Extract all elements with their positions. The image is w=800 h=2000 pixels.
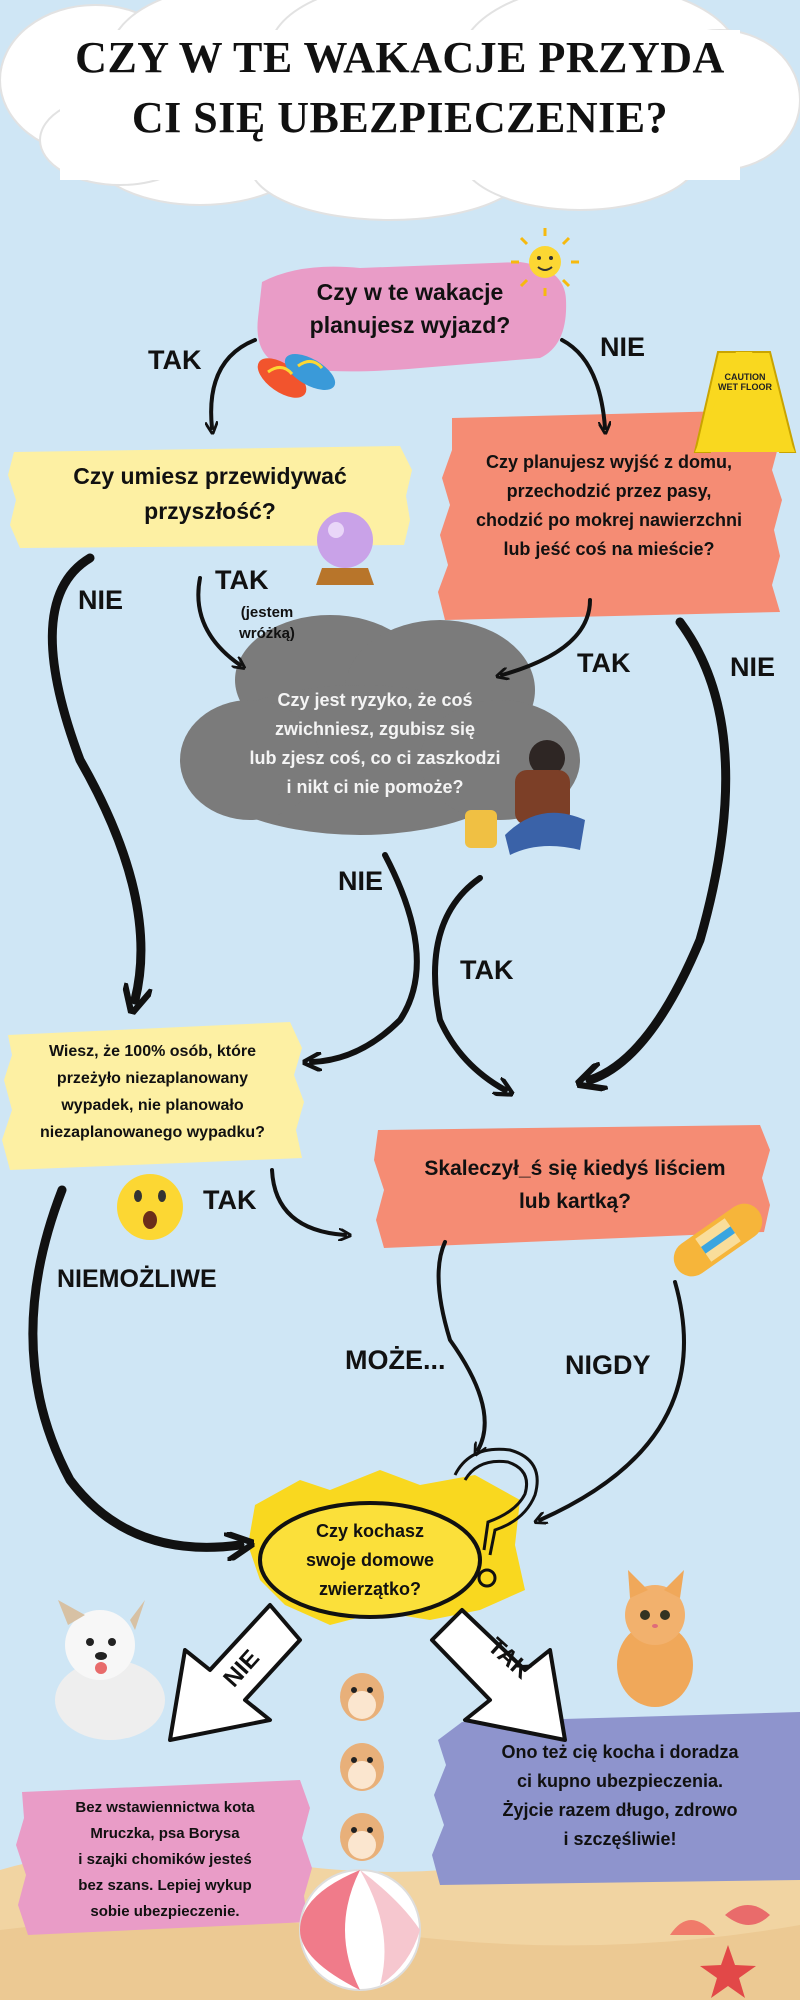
bandage-icon	[673, 1203, 763, 1277]
node-q5-line-4: niezaplanowanego wypadku?	[40, 1124, 265, 1141]
node-q5-line-2: przeżyło niezaplanowany	[56, 1070, 249, 1087]
sad-boy-icon	[465, 740, 585, 855]
label-q2-tak-note: (jestem wróżką)	[228, 602, 306, 644]
label-q4-nie: NIE	[338, 866, 384, 896]
node-q5: Wiesz, że 100% osób, które przeżyło niez…	[15, 1038, 290, 1146]
node-q2: Czy umiesz przewidywać przyszłość?	[25, 459, 395, 529]
flip-flops-icon	[257, 354, 336, 398]
arrow-q3-tak	[502, 598, 592, 675]
hamster-icon	[340, 1673, 384, 1861]
node-q4-line-2: zwichniesz, zgubisz się	[274, 719, 476, 739]
title-line-1: CZY W TE WAKACJE PRZYDA	[75, 33, 725, 82]
title-line-2: CI SIĘ UBEZPIECZENIE?	[131, 93, 669, 142]
label-q4-tak: TAK	[460, 955, 514, 985]
arrow-q2-nie	[47, 553, 141, 1000]
node-q1-line-1: Czy w te wakacje	[316, 279, 504, 305]
label-q1-tak: TAK	[148, 345, 202, 375]
label-q2-tak: TAK	[215, 565, 269, 595]
node-end-no-line-4: bez szans. Lepiej wykup	[78, 1877, 252, 1894]
label-q6-moze: MOŻE...	[345, 1345, 446, 1375]
node-q7-line-2: swoje domowe	[305, 1550, 435, 1570]
node-end-yes-line-4: i szczęśliwie!	[563, 1829, 677, 1849]
q2-brush	[8, 446, 412, 548]
q1-brush	[257, 262, 567, 372]
node-q6: Skaleczył_ś się kiedyś liściem lub kartk…	[395, 1152, 755, 1218]
cat-icon	[617, 1570, 693, 1707]
label-q2-tak-note-line-1: (jestem	[240, 604, 294, 621]
arrow-q5-tak	[270, 1168, 345, 1235]
node-q4-line-4: i nikt ci nie pomoże?	[286, 777, 464, 797]
node-q3-line-4: lub jeść coś na mieście?	[503, 539, 715, 559]
surprised-face-icon	[117, 1174, 183, 1240]
arrow-q7-nie	[168, 1603, 302, 1742]
node-q5-line-1: Wiesz, że 100% osób, które	[48, 1043, 257, 1060]
caution-sign-icon	[693, 351, 797, 453]
arrow-q7-tak	[430, 1608, 567, 1742]
arrow-q4-tak	[432, 875, 505, 1090]
label-q5-niemozliwe: NIEMOŻLIWE	[57, 1265, 217, 1293]
node-q3-line-3: chodzić po mokrej nawierzchni	[475, 510, 743, 530]
arrow-q6-nigdy	[540, 1280, 686, 1520]
node-q1: Czy w te wakacje planujesz wyjazd?	[270, 276, 550, 342]
q5-brush	[2, 1022, 304, 1170]
node-q3: Czy planujesz wyjść z domu, przechodzić …	[450, 448, 768, 564]
node-q3-line-1: Czy planujesz wyjść z domu,	[485, 452, 733, 472]
label-q6-nigdy: NIGDY	[565, 1350, 651, 1380]
node-end-no: Bez wstawiennictwa kota Mruczka, psa Bor…	[30, 1795, 300, 1925]
page-title: CZY W TE WAKACJE PRZYDA CI SIĘ UBEZPIECZ…	[40, 28, 760, 148]
arrow-q1-nie	[560, 338, 605, 428]
q6-brush	[374, 1125, 770, 1248]
node-end-no-line-2: Mruczka, psa Borysa	[90, 1825, 240, 1842]
label-q5-tak: TAK	[203, 1185, 257, 1215]
node-end-yes-line-3: Żyjcie razem długo, zdrowo	[502, 1800, 738, 1820]
node-end-no-line-5: sobie ubezpieczenie.	[90, 1903, 240, 1920]
end-yes-brush	[432, 1712, 800, 1885]
node-q7: Czy kochasz swoje domowe zwierzątko?	[285, 1517, 455, 1604]
node-q4-line-1: Czy jest ryzyko, że coś	[277, 690, 473, 710]
dog-icon	[55, 1600, 165, 1740]
node-q4: Czy jest ryzyko, że coś zwichniesz, zgub…	[225, 686, 525, 802]
sun-icon	[511, 228, 579, 296]
label-q3-nie: NIE	[730, 652, 776, 682]
arrow-q1-tak	[211, 338, 257, 428]
arrow-q4-nie	[312, 852, 420, 1062]
starfish-icon	[700, 1945, 756, 1998]
node-q5-line-3: wypadek, nie planowało	[61, 1097, 244, 1114]
label-q1-nie: NIE	[600, 332, 646, 362]
arrow-q6-moze	[436, 1240, 485, 1450]
node-q3-line-2: przechodzić przez pasy,	[506, 481, 712, 501]
arrow-q3-nie	[590, 617, 731, 1080]
arrow-q5-niemozliwe	[28, 1185, 240, 1547]
caution-sign-text: CAUTION WET FLOOR	[716, 372, 774, 392]
node-q2-line-1: Czy umiesz przewidywać	[73, 463, 347, 489]
caution-sign-line-1: CAUTION	[724, 372, 766, 382]
beach-ball-icon	[299, 1869, 421, 1991]
crystal-ball-icon	[316, 512, 374, 585]
node-end-yes: Ono też cię kocha i doradza ci kupno ube…	[455, 1738, 785, 1854]
node-q7-line-3: zwierzątko?	[318, 1579, 422, 1599]
node-q1-line-2: planujesz wyjazd?	[309, 312, 511, 338]
node-q2-line-2: przyszłość?	[144, 498, 276, 524]
caution-sign-line-2: WET FLOOR	[718, 382, 772, 392]
q3-brush	[438, 410, 782, 620]
end-no-brush	[16, 1780, 312, 1935]
node-end-no-line-3: i szajki chomików jesteś	[78, 1851, 252, 1868]
arrow-q2-tak	[196, 576, 240, 665]
label-q3-tak: TAK	[577, 648, 631, 678]
label-q2-nie: NIE	[78, 585, 124, 615]
label-q2-tak-note-line-2: wróżką)	[239, 625, 295, 642]
node-q6-line-2: lub kartką?	[518, 1190, 632, 1213]
node-end-yes-line-1: Ono też cię kocha i doradza	[501, 1742, 739, 1762]
node-end-yes-line-2: ci kupno ubezpieczenia.	[516, 1771, 724, 1791]
node-q7-line-1: Czy kochasz	[315, 1521, 425, 1541]
seashell-icon	[670, 1905, 770, 1935]
node-q4-line-3: lub zjesz coś, co ci zaszkodzi	[249, 748, 501, 768]
node-q6-line-1: Skaleczył_ś się kiedyś liściem	[424, 1157, 726, 1180]
q4-cloud	[180, 615, 580, 835]
node-end-no-line-1: Bez wstawiennictwa kota	[75, 1799, 255, 1816]
